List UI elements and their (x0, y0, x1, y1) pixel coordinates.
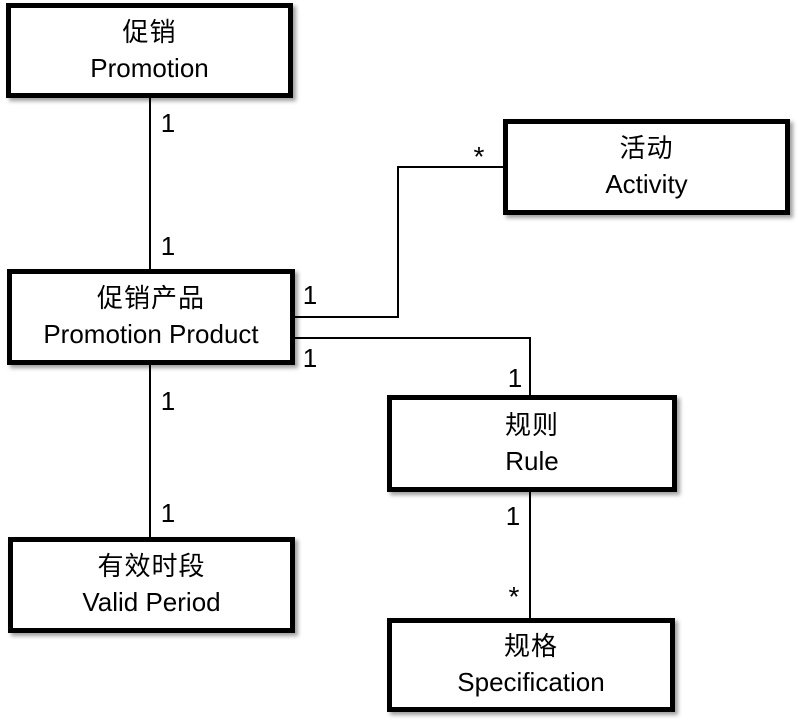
node-specification-label-zh: 规格 (503, 631, 558, 662)
node-valid-period: 有效时段 Valid Period (8, 537, 295, 633)
multiplicity-promotion-end: 1 (160, 108, 176, 138)
node-promotion-product-label-zh: 促销产品 (96, 283, 205, 314)
multiplicity-rule-top-end: 1 (507, 363, 523, 393)
node-specification: 规格 Specification (387, 618, 675, 712)
node-promotion-label-en: Promotion (90, 52, 209, 83)
node-rule-label-zh: 规则 (504, 409, 559, 440)
node-promotion-product-label-en: Promotion Product (43, 319, 259, 349)
connector-promotion-product-to-activity (295, 166, 503, 318)
multiplicity-promotion-product-rule-end: 1 (302, 343, 318, 373)
multiplicity-specification-end: * (508, 581, 520, 612)
node-activity-label-en: Activity (605, 169, 688, 199)
node-promotion: 促销 Promotion (6, 3, 293, 98)
node-rule-label-en: Rule (505, 445, 559, 476)
node-rule: 规则 Rule (387, 395, 677, 492)
node-valid-period-label-zh: 有效时段 (97, 551, 206, 582)
multiplicity-rule-bottom-end: 1 (505, 501, 521, 531)
node-promotion-product: 促销产品 Promotion Product (7, 269, 295, 365)
multiplicity-valid-period-end: 1 (160, 498, 176, 528)
connector-promotion-product-to-rule (295, 337, 531, 395)
node-activity-label-zh: 活动 (619, 133, 674, 164)
multiplicity-promotion-product-activity-end: 1 (302, 280, 318, 310)
node-promotion-label-zh: 促销 (122, 16, 177, 47)
node-valid-period-label-en: Valid Period (82, 587, 221, 617)
multiplicity-promotion-product-bottom-end: 1 (160, 386, 176, 416)
multiplicity-activity-end: * (473, 141, 485, 172)
multiplicity-promotion-product-top-end: 1 (160, 231, 176, 261)
node-activity: 活动 Activity (503, 119, 790, 215)
node-specification-label-en: Specification (457, 667, 605, 697)
